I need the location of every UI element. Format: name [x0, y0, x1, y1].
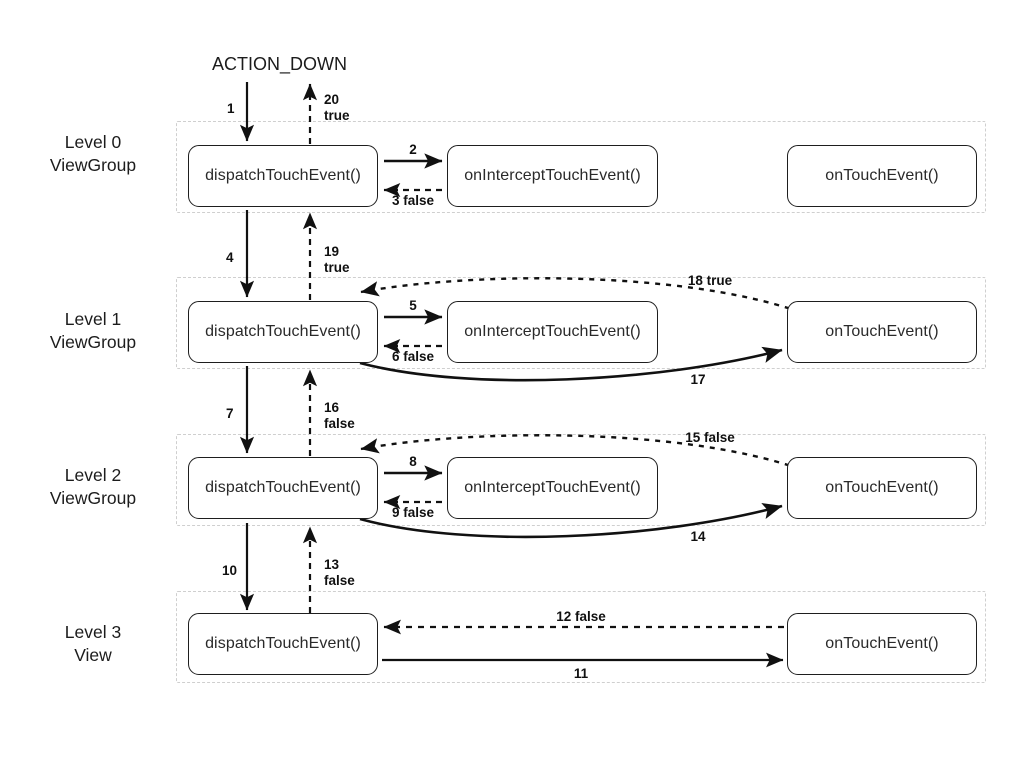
- edge-label-18: 18 true: [687, 273, 733, 288]
- level-band-level3: [176, 591, 986, 683]
- edge-label-4: 4: [226, 250, 234, 265]
- edge-label-9: 9 false: [391, 505, 435, 520]
- edge-15-arrow: [360, 434, 801, 471]
- node-level1-dispatch-touch-event[interactable]: dispatchTouchEvent(): [188, 301, 378, 363]
- edge-label-17: 17: [690, 372, 706, 387]
- edge-label-5: 5: [409, 298, 417, 313]
- edge-label-11: 11: [573, 666, 589, 681]
- level-label-level2: Level 2 ViewGroup: [49, 465, 137, 508]
- edge-14-arrow: [359, 502, 783, 539]
- edge-label-6: 6 false: [391, 349, 435, 364]
- edge-label-1: 1: [227, 101, 235, 116]
- edge-label-12: 12 false: [556, 609, 606, 624]
- edge-label-16: 16 false: [324, 400, 355, 431]
- edge-label-19: 19 true: [324, 244, 350, 275]
- level-band-level1: [176, 277, 986, 369]
- node-level3-dispatch-touch-event[interactable]: dispatchTouchEvent(): [188, 613, 378, 675]
- edge-label-8: 8: [409, 454, 417, 469]
- node-level0-dispatch-touch-event[interactable]: dispatchTouchEvent(): [188, 145, 378, 207]
- edge-label-7: 7: [226, 406, 234, 421]
- node-level1-on-touch-event[interactable]: onTouchEvent(): [787, 301, 977, 363]
- edge-label-20: 20 true: [324, 92, 350, 123]
- level-band-level2: [176, 434, 986, 526]
- level-label-level1: Level 1 ViewGroup: [49, 309, 137, 352]
- node-level1-on-intercept-touch-event[interactable]: onInterceptTouchEvent(): [447, 301, 658, 363]
- action-down-label: ACTION_DOWN: [212, 54, 347, 74]
- level-label-level3: Level 3 View: [64, 622, 122, 665]
- edge-label-2: 2: [409, 142, 417, 157]
- node-level2-dispatch-touch-event[interactable]: dispatchTouchEvent(): [188, 457, 378, 519]
- edge-label-3: 3 false: [391, 193, 435, 208]
- node-level0-on-intercept-touch-event[interactable]: onInterceptTouchEvent(): [447, 145, 658, 207]
- node-level2-on-touch-event[interactable]: onTouchEvent(): [787, 457, 977, 519]
- level-label-level0: Level 0 ViewGroup: [49, 132, 137, 175]
- edge-label-15: 15 false: [685, 430, 735, 445]
- edge-label-14: 14: [690, 529, 706, 544]
- edge-label-10: 10: [222, 563, 238, 578]
- node-level0-on-touch-event[interactable]: onTouchEvent(): [787, 145, 977, 207]
- edge-18-arrow: [360, 277, 801, 314]
- edge-label-13: 13 false: [324, 557, 355, 588]
- node-level2-on-intercept-touch-event[interactable]: onInterceptTouchEvent(): [447, 457, 658, 519]
- edge-17-arrow: [359, 346, 783, 382]
- node-level3-on-touch-event[interactable]: onTouchEvent(): [787, 613, 977, 675]
- level-band-level0: [176, 121, 986, 213]
